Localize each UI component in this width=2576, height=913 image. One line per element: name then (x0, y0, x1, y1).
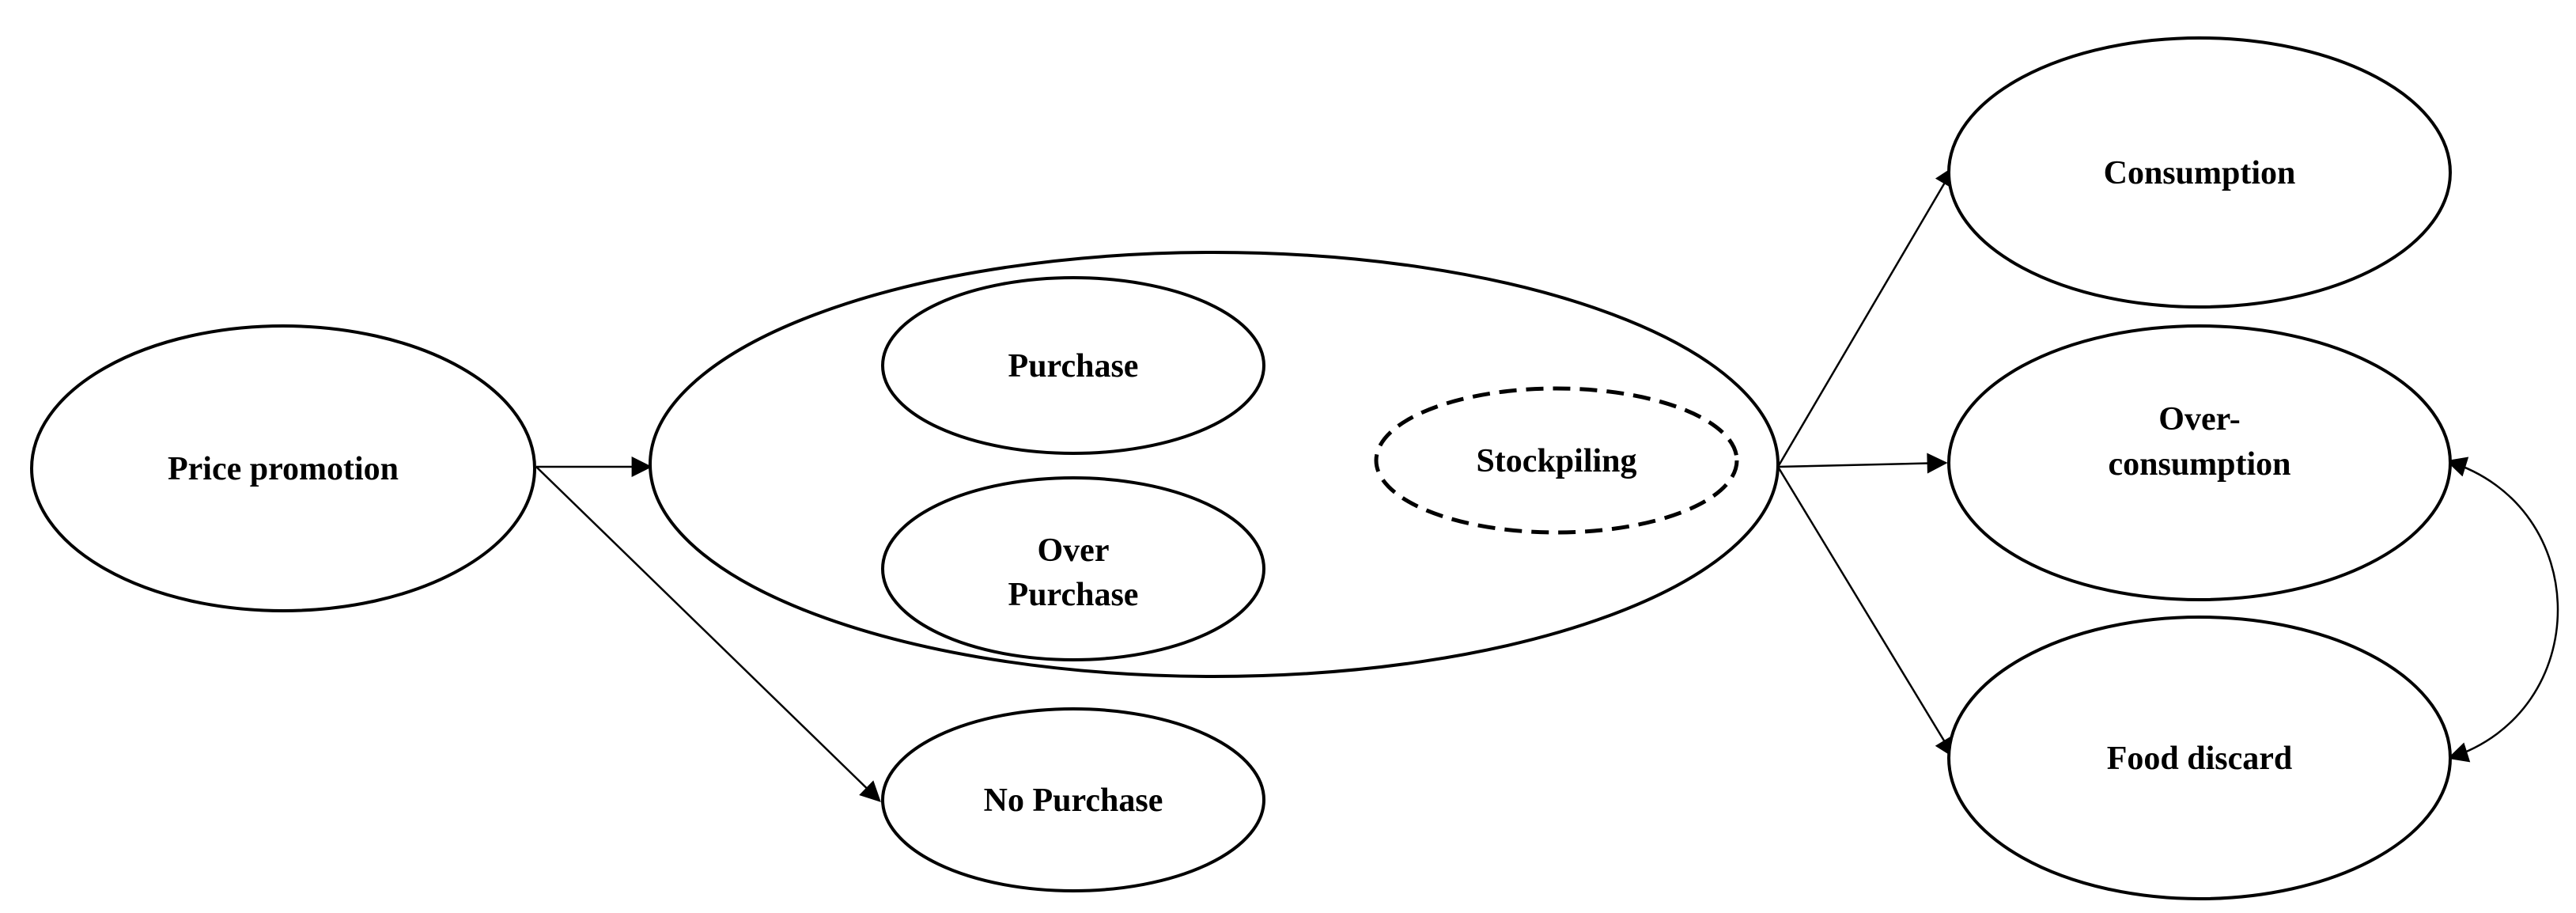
node-over-purchase: Over Purchase (881, 476, 1265, 661)
consumption-label: Consumption (2104, 155, 2296, 191)
node-purchase: Purchase (881, 276, 1265, 455)
food-discard-label: Food discard (2107, 741, 2293, 777)
node-price-promotion: Price promotion (30, 324, 536, 612)
stockpiling-label: Stockpiling (1476, 443, 1636, 479)
over-consumption-ellipse (1947, 324, 2452, 601)
node-food-discard: Food discard (1947, 616, 2452, 900)
price-promotion-label: Price promotion (168, 451, 399, 487)
over-purchase-label-line1: Over (1038, 532, 1110, 569)
node-over-consumption: Over- consumption (1947, 324, 2452, 601)
edge-group-to-consumption (1776, 165, 1955, 468)
over-purchase-label-line2: Purchase (1008, 577, 1139, 613)
no-purchase-label: No Purchase (984, 782, 1163, 819)
consumption-ellipse (1947, 36, 2452, 309)
edge-group-to-over-consumption (1777, 453, 1948, 474)
node-consumption: Consumption (1947, 36, 2452, 309)
stockpiling-ellipse (1374, 386, 1739, 535)
purchase-label: Purchase (1008, 348, 1139, 385)
node-stockpiling: Stockpiling (1374, 386, 1739, 535)
over-consumption-label-line1: Over- (2158, 401, 2240, 438)
no-purchase-ellipse (881, 707, 1265, 892)
node-no-purchase: No Purchase (881, 707, 1265, 892)
food-discard-ellipse (1947, 616, 2452, 900)
edge-promotion-to-no-purchase (535, 466, 881, 802)
price-promotion-ellipse (30, 324, 536, 612)
edge-group-to-food-discard (1776, 466, 1955, 759)
over-consumption-label-line2: consumption (2108, 446, 2290, 483)
purchase-ellipse (881, 276, 1265, 455)
over-purchase-ellipse (881, 476, 1265, 661)
edge-over-consumption-food-discard (2445, 456, 2559, 763)
